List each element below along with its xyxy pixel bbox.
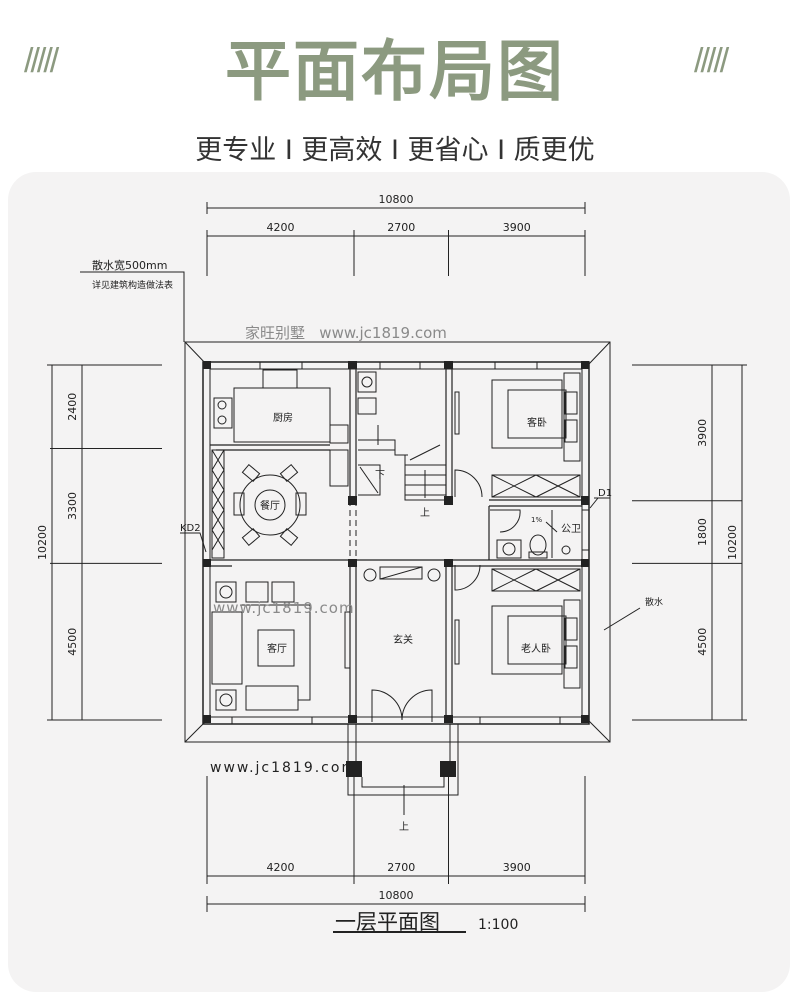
dimension-label: 1800 <box>696 518 709 546</box>
apron-corners <box>184 341 611 743</box>
room-label-dining: 餐厅 <box>260 499 280 512</box>
dimension-label: 4500 <box>696 628 709 656</box>
kd2-leader <box>180 532 207 553</box>
dimension-label: 4200 <box>267 861 295 874</box>
watermark-bottom: www.jc1819.com <box>210 760 357 776</box>
dimension-label: 3900 <box>503 221 531 234</box>
dimension-label: 2700 <box>387 861 415 874</box>
dimension-lines: 10800 4200 2700 3900 4200 2700 3900 10800 10200 2… <box>36 193 747 912</box>
staircase <box>357 371 446 501</box>
structural-columns <box>203 361 589 777</box>
stairs-down-label: 下 <box>375 470 385 481</box>
apron-note-leader <box>80 271 185 342</box>
drawing-scale: 1:100 <box>478 917 518 933</box>
floor-plan-panel <box>8 172 790 992</box>
dimension-label: 3900 <box>503 861 531 874</box>
open-partition-dashed <box>228 500 357 563</box>
bathroom-fixtures <box>490 509 571 559</box>
kd2-tag: KD2 <box>180 523 201 534</box>
dimension-label: 10800 <box>379 889 414 902</box>
room-label-foyer: 玄关 <box>393 633 413 646</box>
porch <box>347 724 459 796</box>
d1-leader <box>589 497 610 509</box>
decorative-slashes-right: ///// <box>694 42 729 80</box>
stairs-up-label: 上 <box>420 507 430 519</box>
kitchen-fixtures <box>213 369 349 487</box>
elder-bedroom-furniture <box>454 568 581 689</box>
watermark-middle: www.jc1819.com <box>213 599 355 617</box>
windows <box>231 361 590 725</box>
dining-table <box>211 449 307 559</box>
watermark-top: 家旺别墅 www.jc1819.com <box>245 324 447 342</box>
slope-label: 1% <box>531 516 542 524</box>
dimension-label: 2400 <box>66 393 79 421</box>
dimension-label: 10200 <box>36 525 49 560</box>
apron-note-line-1: 散水宽500mm <box>92 258 167 272</box>
tagline: 更专业 I 更高效 I 更省心 I 质更优 <box>195 135 595 166</box>
foyer-cabinet <box>363 566 441 582</box>
floor-plan-drawing: 10800 4200 2700 3900 4200 2700 3900 10800 10200 2… <box>36 193 747 934</box>
living-room-furniture <box>211 581 351 711</box>
room-label-kitchen: 厨房 <box>273 411 293 424</box>
room-label-guest-bedroom: 客卧 <box>527 416 547 429</box>
d1-tag: D1 <box>598 488 612 499</box>
bedroom-door[interactable] <box>454 469 483 498</box>
outer-wall <box>202 361 590 725</box>
guest-bedroom-furniture <box>454 372 581 498</box>
apron-outline <box>184 341 611 743</box>
page-title: 平面布局图 <box>225 33 565 110</box>
dimension-label: 3300 <box>66 492 79 520</box>
entry-door[interactable] <box>371 689 433 722</box>
drawing-caption: 一层平面图 <box>335 910 440 934</box>
dimension-label: 2700 <box>387 221 415 234</box>
dimension-label: 10800 <box>379 193 414 206</box>
room-label-living: 客厅 <box>267 642 287 655</box>
porch-up-label: 上 <box>399 821 409 833</box>
decorative-slashes-left: ///// <box>24 42 59 80</box>
dimension-label: 4500 <box>66 628 79 656</box>
dimension-label: 4200 <box>267 221 295 234</box>
room-label-elder-bedroom: 老人卧 <box>521 642 551 655</box>
room-label-bathroom: 公卫 <box>561 524 581 535</box>
dimension-label: 3900 <box>696 419 709 447</box>
apron-note-line-2: 详见建筑构造做法表 <box>92 279 173 291</box>
hall-door[interactable] <box>454 564 481 591</box>
apron-label-leader <box>603 607 641 631</box>
apron-label: 散水 <box>645 596 663 608</box>
dimension-label: 10200 <box>726 525 739 560</box>
